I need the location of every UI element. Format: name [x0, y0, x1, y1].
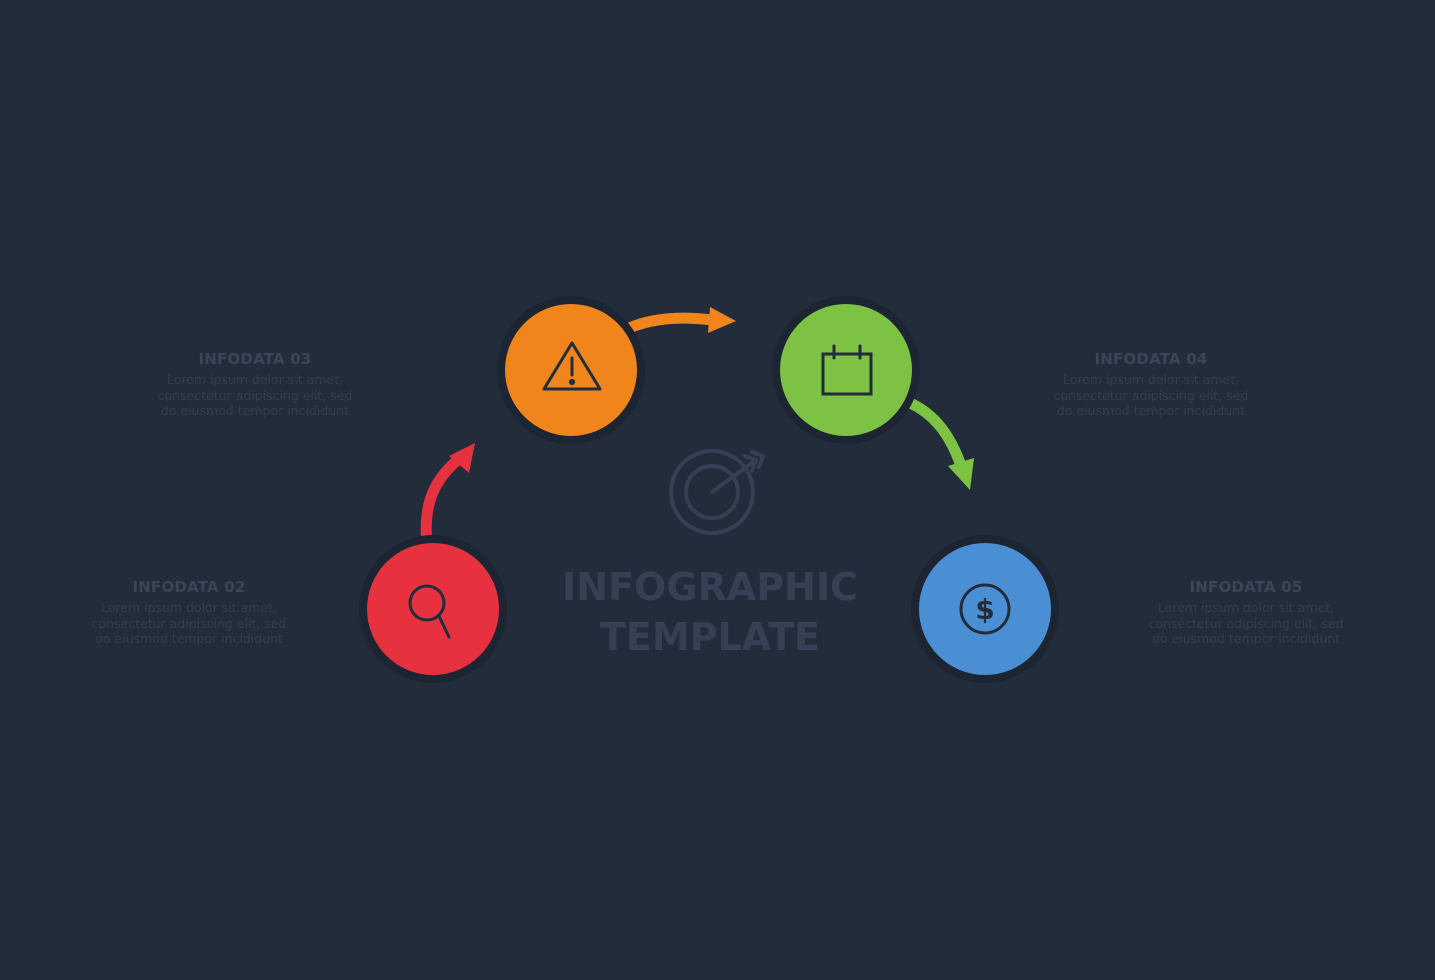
infodata-04-block: INFODATA 04 Lorem ipsum dolor sit amet, …	[1021, 350, 1281, 419]
arrow-orange	[619, 307, 736, 336]
infodata-05-line-1: Lorem ipsum dolor sit amet,	[1157, 600, 1335, 615]
infodata-05-block: INFODATA 05 Lorem ipsum dolor sit amet, …	[1116, 578, 1376, 647]
infodata-02-block: INFODATA 02 Lorem ipsum dolor sit amet, …	[59, 578, 319, 647]
infodata-02-line-1: Lorem ipsum dolor sit amet,	[100, 600, 278, 615]
infodata-02-line-2: consectetur adipiscing elit, sed	[91, 615, 287, 631]
step-circle-04	[772, 296, 920, 444]
infodata-04-title: INFODATA 04	[1094, 350, 1208, 368]
arrow-red	[420, 443, 475, 551]
infodata-03-title: INFODATA 03	[198, 350, 312, 368]
infodata-05-line-3: do eiusmod tempor incididunt	[1151, 631, 1341, 646]
infodata-03-line-1: Lorem ipsum dolor sit amet,	[166, 372, 344, 387]
warning-icon	[542, 341, 602, 391]
infodata-05-line-2: consectetur adipiscing elit, sed	[1148, 615, 1344, 631]
infodata-03-text: Lorem ipsum dolor sit amet, consectetur …	[125, 372, 385, 419]
step-circle-05: $	[911, 535, 1059, 683]
infodata-04-line-3: do eiusmod tempor incididunt	[1056, 403, 1246, 418]
infodata-03-block: INFODATA 03 Lorem ipsum dolor sit amet, …	[125, 350, 385, 419]
title-line-1: INFOGRAPHIC	[562, 565, 858, 609]
infodata-02-line-3: do eiusmod tempor incididunt	[94, 631, 284, 646]
infodata-05-title: INFODATA 05	[1189, 578, 1303, 596]
infodata-03-line-3: do eiusmod tempor incididunt	[160, 403, 350, 418]
infodata-05-text: Lorem ipsum dolor sit amet, consectetur …	[1116, 600, 1376, 647]
svg-text:$: $	[975, 593, 994, 626]
infodata-02-text: Lorem ipsum dolor sit amet, consectetur …	[59, 600, 319, 647]
infodata-04-line-1: Lorem ipsum dolor sit amet,	[1062, 372, 1240, 387]
search-icon	[408, 584, 451, 639]
dollar-icon: $	[959, 583, 1011, 635]
step-circle-03	[497, 296, 645, 444]
infodata-04-text: Lorem ipsum dolor sit amet, consectetur …	[1021, 372, 1281, 419]
arrow-green	[897, 394, 974, 490]
infodata-04-line-2: consectetur adipiscing elit, sed	[1053, 387, 1249, 403]
target-icon	[669, 449, 765, 535]
calendar-icon	[821, 344, 873, 396]
infodata-02-title: INFODATA 02	[132, 578, 246, 596]
title-line-2: TEMPLATE	[599, 615, 821, 659]
step-circle-02	[359, 535, 507, 683]
infographic-title: INFOGRAPHIC TEMPLATE	[500, 562, 920, 662]
infodata-03-line-2: consectetur adipiscing elit, sed	[157, 387, 353, 403]
